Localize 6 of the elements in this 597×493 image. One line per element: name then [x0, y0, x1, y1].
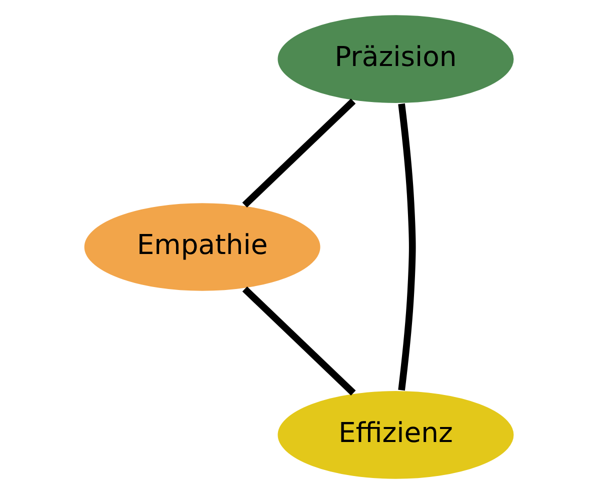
node-ellipse: Effizienz: [276, 389, 515, 480]
connector: [242, 98, 356, 208]
connector: [398, 102, 416, 390]
connector: [242, 286, 356, 395]
node-ellipse: Empathie: [82, 201, 322, 292]
node-ellipse: Präzision: [276, 13, 515, 104]
